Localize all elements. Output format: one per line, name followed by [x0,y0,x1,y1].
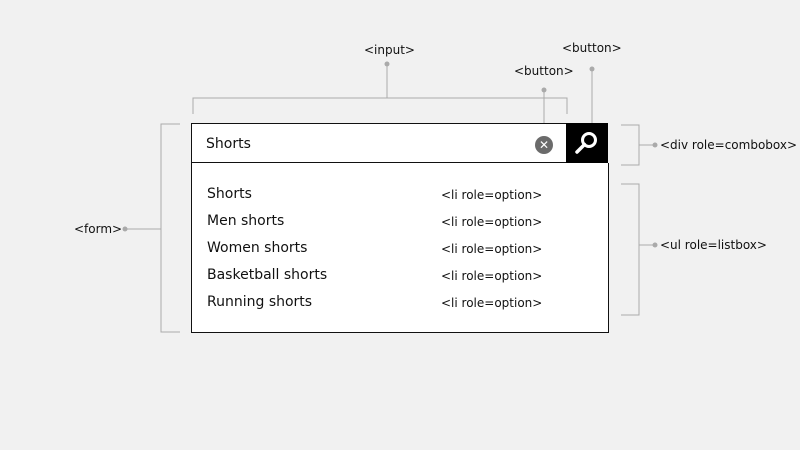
callout-dot [589,66,595,72]
suggestion-listbox: Shorts Men shorts Women shorts Basketbal… [191,163,609,333]
form-bracket [160,123,180,333]
callout-dot [384,61,390,67]
search-button-label: <button> [562,41,622,55]
form-label: <form> [74,222,123,236]
list-item[interactable]: Women shorts [207,240,308,256]
list-item[interactable]: Shorts [207,186,252,202]
option-label: <li role=option> [441,188,543,202]
listbox-bracket [621,183,640,316]
clear-button[interactable]: ✕ [535,136,553,154]
input-bracket [192,97,568,114]
search-icon [575,131,597,154]
combobox: Shorts ✕ [191,122,608,163]
option-label: <li role=option> [441,296,543,310]
list-item[interactable]: Men shorts [207,213,285,229]
callout-dot [541,87,547,93]
search-button[interactable] [566,122,608,163]
option-label: <li role=option> [441,242,543,256]
callout-dot [122,226,128,232]
input-label: <input> [364,43,415,57]
list-item[interactable]: Basketball shorts [207,267,328,283]
callout-dot [652,242,658,248]
combobox-bracket [621,124,640,166]
callout-dot [652,142,658,148]
option-label: <li role=option> [441,269,543,283]
clear-button-label: <button> [514,64,574,78]
close-icon: ✕ [538,138,550,152]
option-label: <li role=option> [441,215,543,229]
search-input[interactable]: Shorts [206,136,251,152]
listbox-label: <ul role=listbox> [660,238,767,252]
combobox-label: <div role=combobox> [660,138,798,152]
list-item[interactable]: Running shorts [207,294,313,310]
